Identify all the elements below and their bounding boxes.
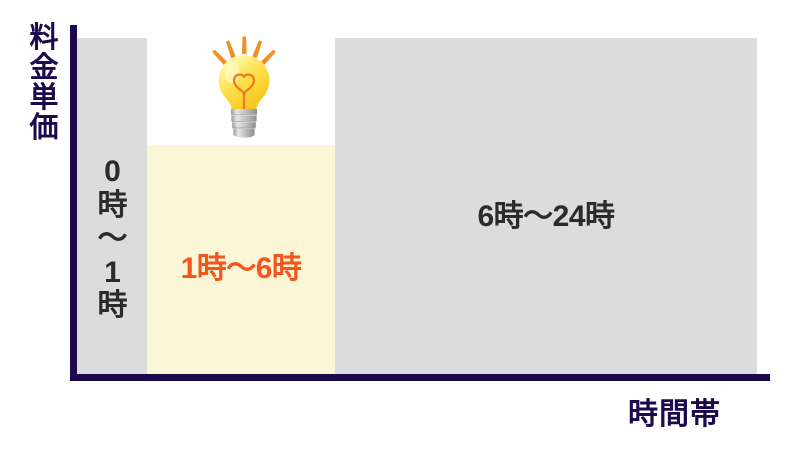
x-axis-title: 時間帯 <box>628 398 721 431</box>
y-axis-line <box>70 25 77 381</box>
bar-label-day: 6時〜24時 <box>477 200 615 233</box>
bar-discount <box>147 145 335 374</box>
bar-label-night: 0 時 〜 1 時 <box>97 155 128 323</box>
y-axis-title: 料 金 単 価 <box>29 22 59 144</box>
bar-night <box>77 38 147 374</box>
lightbulb-icon <box>198 33 290 141</box>
bar-day <box>335 38 757 374</box>
x-axis-line <box>70 374 770 381</box>
bar-label-discount: 1時〜6時 <box>180 252 302 285</box>
